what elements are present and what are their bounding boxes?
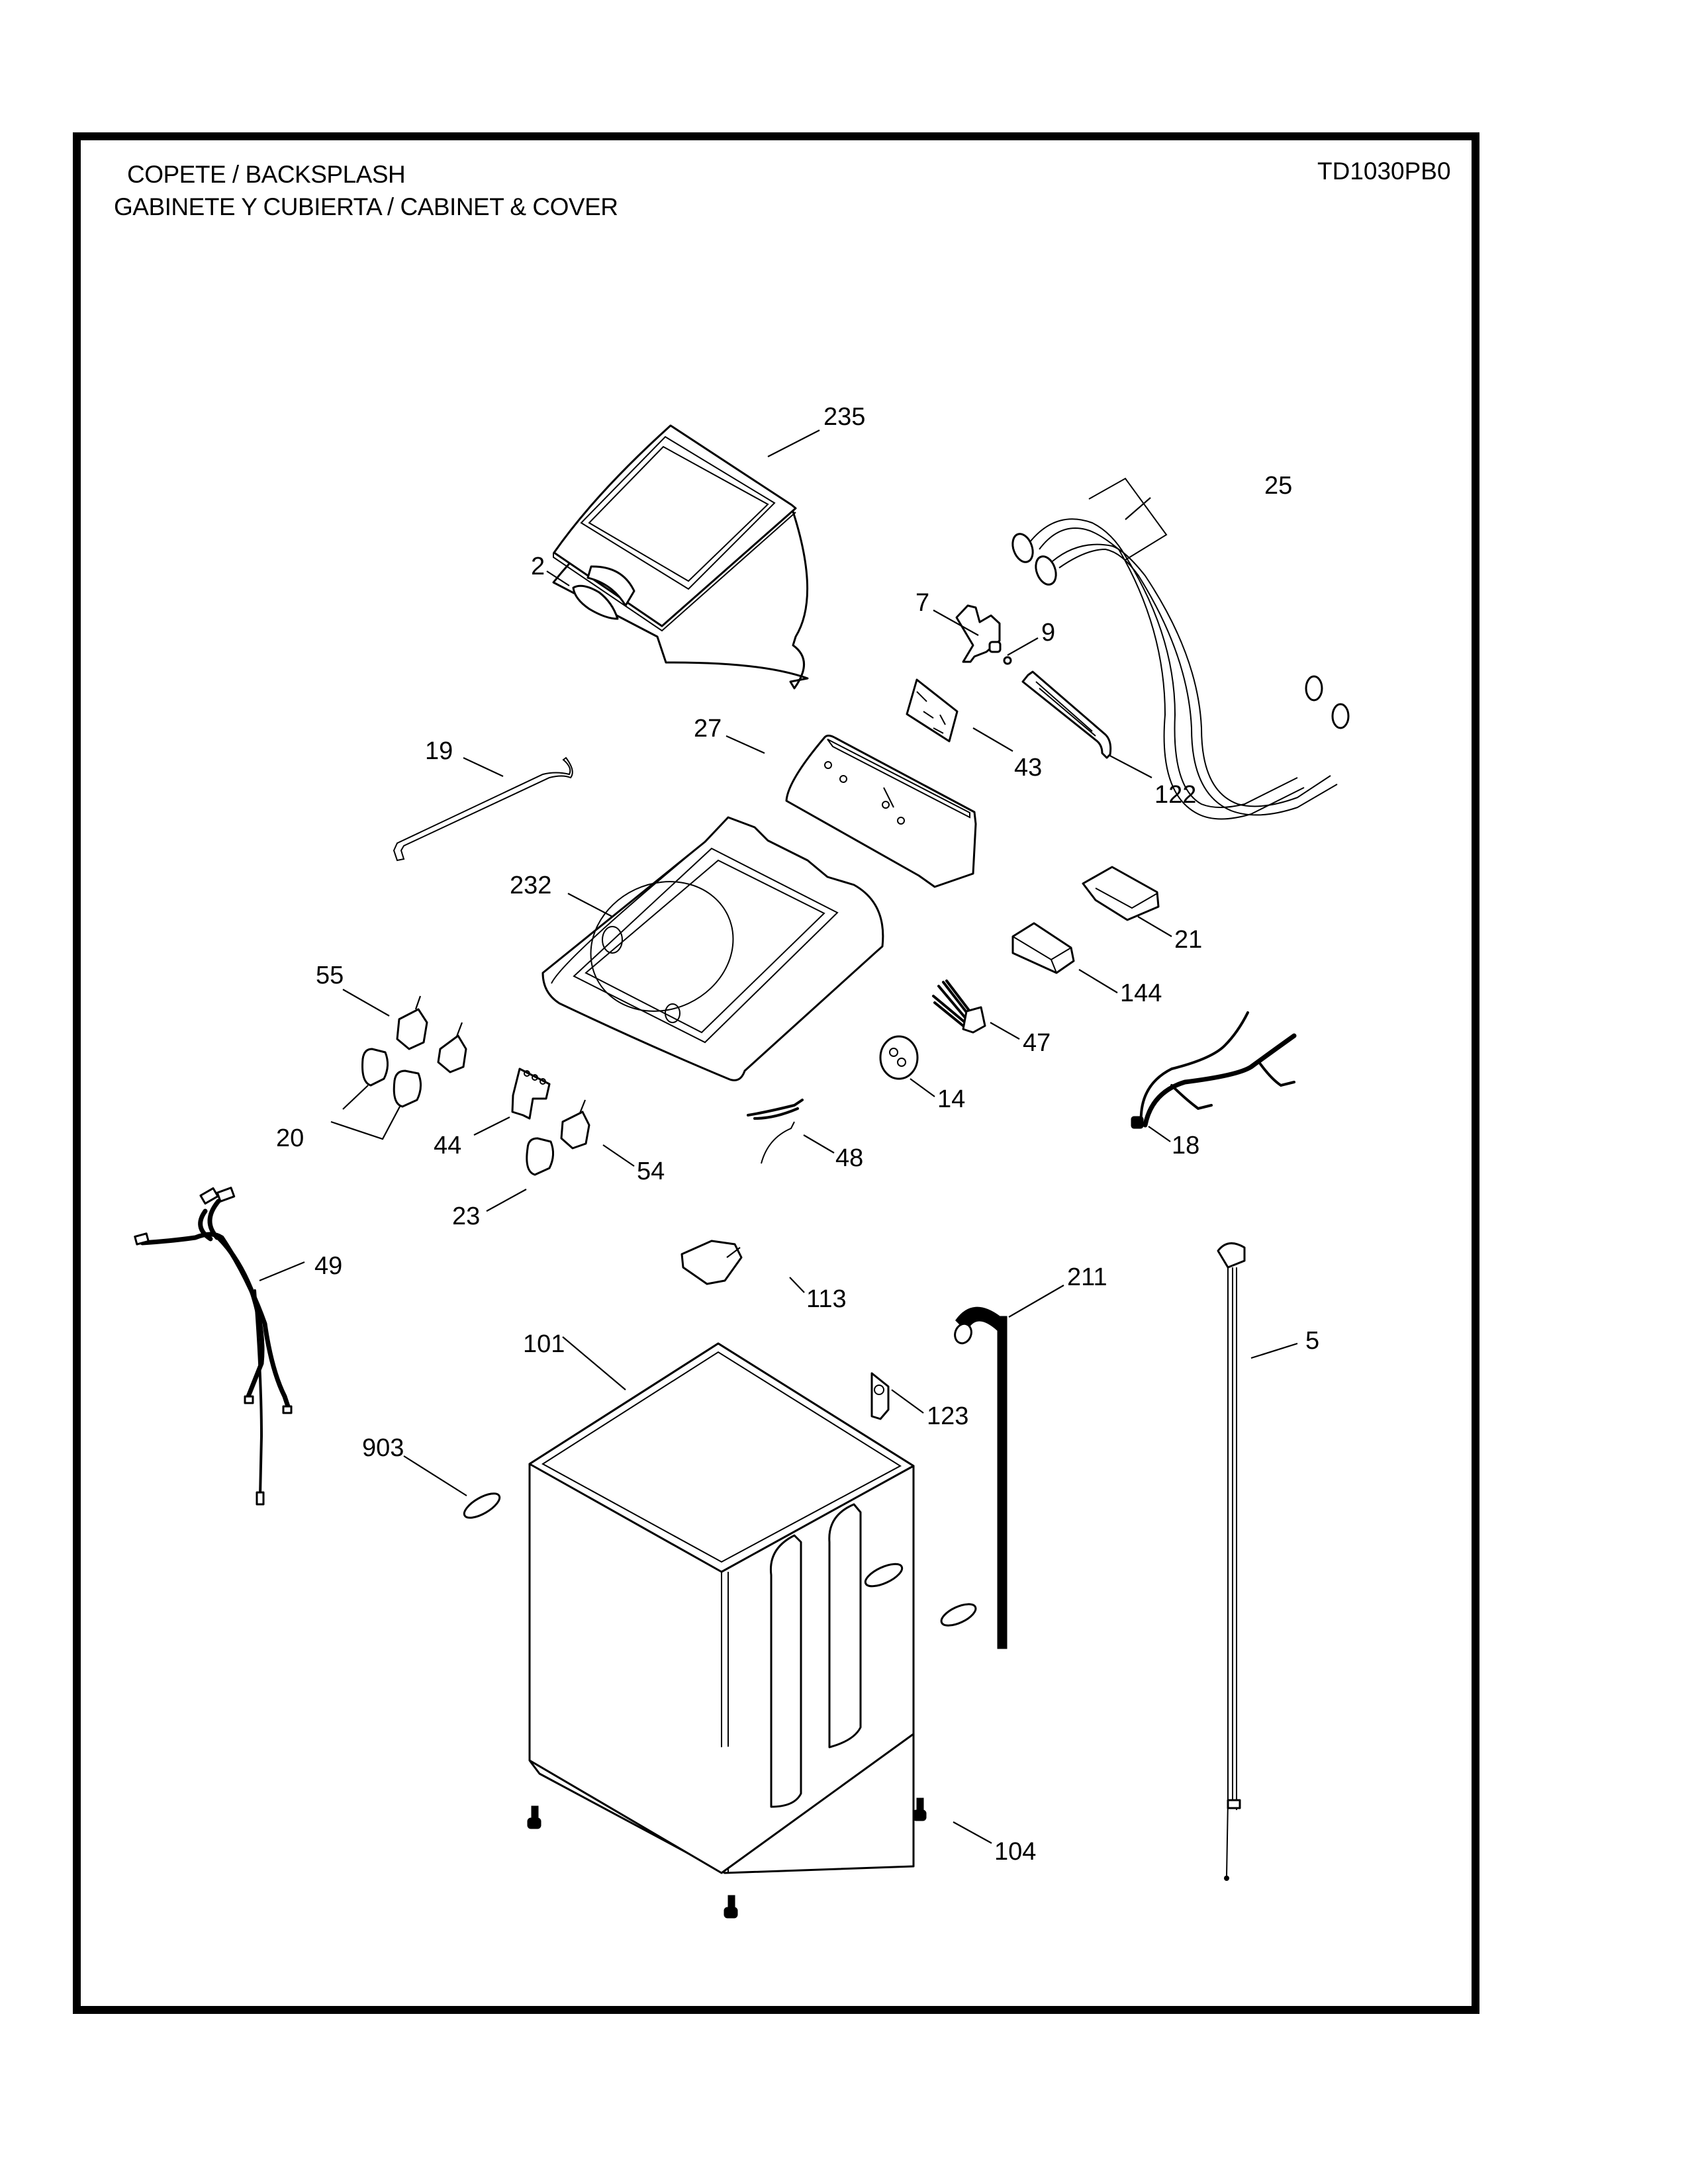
- part-hose-bracket[interactable]: [870, 1372, 890, 1420]
- leader-lines: [259, 430, 1298, 1844]
- callout-19: 19: [425, 737, 453, 765]
- callout-144: 144: [1120, 979, 1162, 1007]
- part-lid[interactable]: [552, 424, 809, 690]
- callout-903: 903: [362, 1434, 404, 1462]
- part-push-button-board[interactable]: [511, 1068, 551, 1120]
- part-knobs[interactable]: [330, 1048, 422, 1140]
- model-number: TD1030PB0: [1317, 158, 1451, 185]
- callout-113: 113: [806, 1285, 847, 1313]
- callout-49: 49: [314, 1252, 342, 1280]
- part-pressure-switch[interactable]: [879, 1035, 919, 1080]
- callout-23: 23: [452, 1203, 480, 1230]
- callout-123: 123: [927, 1402, 968, 1430]
- part-top-cover[interactable]: [541, 816, 884, 1081]
- callout-43: 43: [1014, 754, 1042, 782]
- part-wire-lead[interactable]: [747, 1099, 804, 1164]
- part-connector-harness[interactable]: [932, 979, 986, 1034]
- part-backsplash-panel[interactable]: [785, 735, 977, 888]
- part-hose-clamp[interactable]: [1003, 656, 1012, 665]
- part-lid-badge[interactable]: [572, 565, 635, 620]
- part-cabinet[interactable]: [528, 1342, 915, 1874]
- callout-21: 21: [1174, 926, 1202, 954]
- part-control-board[interactable]: [906, 678, 959, 743]
- part-wire-harness-small[interactable]: [1131, 1011, 1297, 1129]
- callout-7: 7: [915, 589, 929, 617]
- callout-18: 18: [1172, 1132, 1199, 1160]
- callout-104: 104: [994, 1838, 1036, 1866]
- callout-2: 2: [531, 553, 545, 580]
- callout-25: 25: [1264, 472, 1292, 500]
- part-handle-insert[interactable]: [461, 1489, 503, 1523]
- section-title-cabinet-cover: GABINETE Y CUBIERTA / CABINET & COVER: [114, 193, 618, 220]
- part-selector-switch[interactable]: [396, 995, 467, 1073]
- part-knob-single[interactable]: [526, 1137, 554, 1176]
- callout-55: 55: [316, 962, 344, 989]
- part-selector-switch-2[interactable]: [560, 1099, 590, 1150]
- callout-44: 44: [434, 1132, 461, 1160]
- callout-232: 232: [510, 872, 551, 899]
- part-detergent-drawer[interactable]: [1082, 866, 1160, 921]
- part-dispenser-housing[interactable]: [1011, 922, 1075, 974]
- callout-14: 14: [937, 1085, 965, 1113]
- callout-54: 54: [637, 1158, 665, 1185]
- callout-27: 27: [694, 715, 722, 743]
- part-suspension-rod[interactable]: [1217, 1242, 1246, 1881]
- part-main-wire-harness[interactable]: [134, 1187, 293, 1506]
- part-corrugated-hose[interactable]: [1021, 670, 1112, 759]
- part-inlet-hoses[interactable]: [1009, 477, 1350, 820]
- callout-5: 5: [1305, 1327, 1319, 1355]
- part-handle-insert-2[interactable]: [939, 1600, 979, 1629]
- callout-211: 211: [1067, 1263, 1107, 1291]
- section-title-backsplash: COPETE / BACKSPLASH: [127, 161, 406, 188]
- part-water-inlet-valve[interactable]: [955, 604, 1002, 663]
- diagram-border: [73, 132, 1479, 2014]
- callout-48: 48: [835, 1144, 863, 1172]
- callout-122: 122: [1154, 781, 1196, 809]
- callout-235: 235: [823, 403, 865, 431]
- part-leveling-legs[interactable]: [527, 1797, 927, 1919]
- callout-20: 20: [276, 1124, 304, 1152]
- part-drain-hose[interactable]: [953, 1306, 1008, 1649]
- callout-9: 9: [1041, 619, 1055, 647]
- callout-101: 101: [523, 1330, 565, 1358]
- part-lid-lock[interactable]: [680, 1240, 743, 1285]
- part-lid-hinge-rod[interactable]: [393, 756, 573, 862]
- callout-47: 47: [1023, 1029, 1051, 1057]
